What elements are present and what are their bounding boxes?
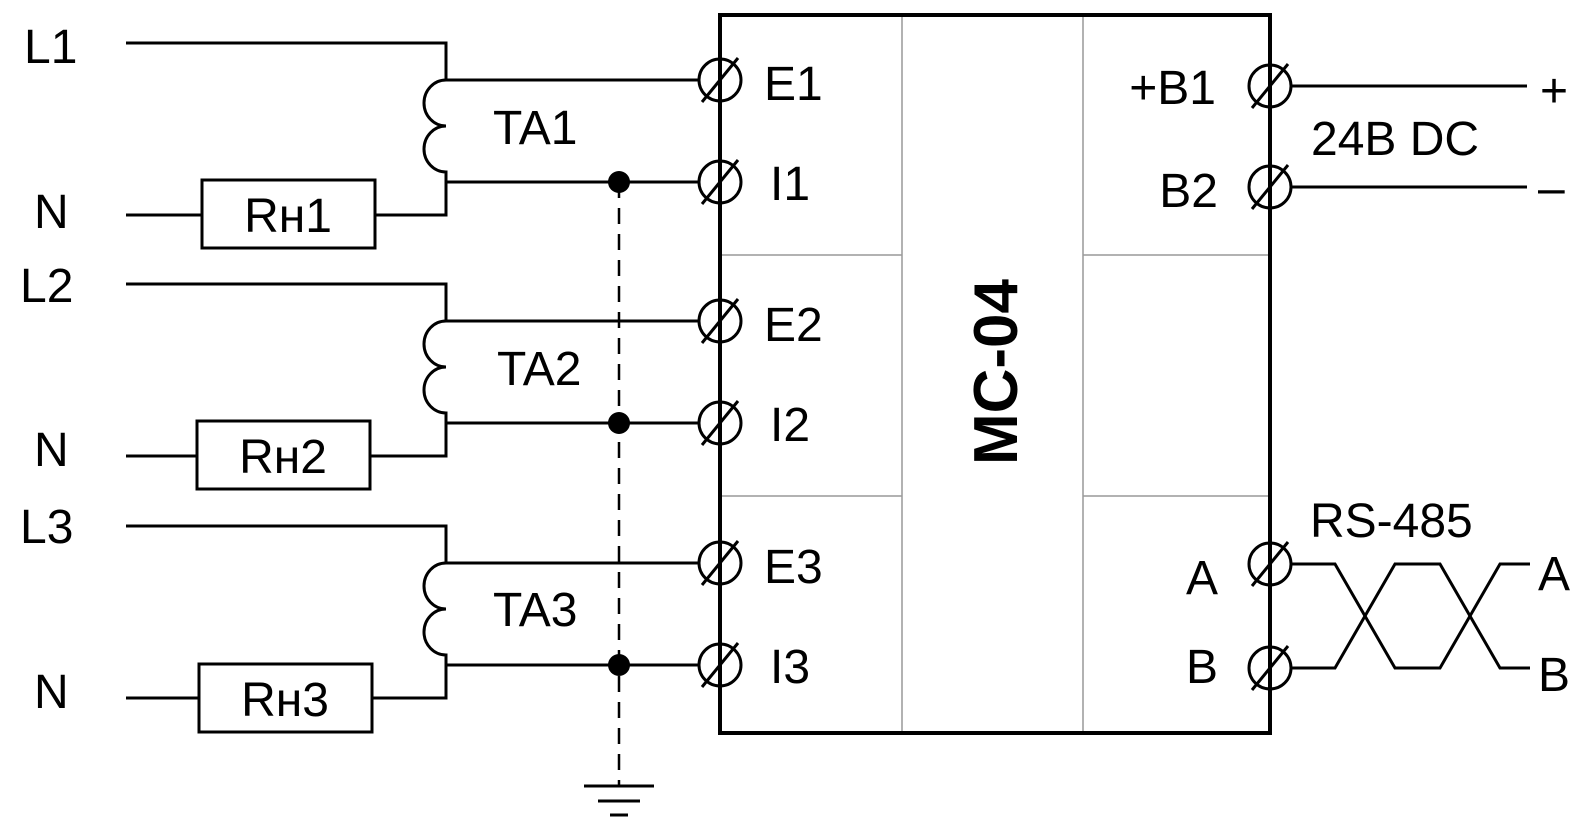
terminal-label-B2: B2 xyxy=(1159,165,1218,218)
ground xyxy=(584,182,654,817)
line-label-1: L1 xyxy=(24,21,77,74)
transformer-label-1: TA1 xyxy=(493,102,577,155)
terminal-E3 xyxy=(697,540,743,586)
plus-sign: + xyxy=(1540,65,1568,118)
resistor-label-1: Rн1 xyxy=(244,190,332,243)
transformer-label-2: TA2 xyxy=(497,343,581,396)
terminal-I3 xyxy=(697,642,743,688)
device-box: МС-04 xyxy=(718,13,1272,735)
terminal-I1 xyxy=(697,159,743,205)
rs485-label: RS-485 xyxy=(1310,495,1473,548)
terminal-label-plus-B1: +B1 xyxy=(1129,62,1216,115)
channel-3: L3 N TA3 Rн3 E3 I3 xyxy=(20,501,823,734)
terminal-label-E1: E1 xyxy=(764,58,823,111)
resistor-label-3: Rн3 xyxy=(241,674,329,727)
channel-2: L2 N TA2 Rн2 E2 I2 xyxy=(20,260,823,491)
minus-sign: – xyxy=(1538,162,1565,215)
device-name: МС-04 xyxy=(962,278,1031,465)
terminal-label-A: A xyxy=(1186,552,1218,605)
terminal-label-B: B xyxy=(1186,641,1218,694)
output-label-A: A xyxy=(1538,548,1570,601)
twisted-pair xyxy=(1291,562,1530,670)
terminal-E2 xyxy=(697,298,743,344)
power-label: 24B DC xyxy=(1311,113,1479,166)
rs485-section: RS-485 A B A B xyxy=(1186,495,1570,702)
neutral-label-2: N xyxy=(34,424,69,477)
channel-1: L1 N TA1 Rн1 E1 I1 xyxy=(24,21,823,250)
terminal-label-E2: E2 xyxy=(764,299,823,352)
output-label-B: B xyxy=(1538,649,1570,702)
neutral-label-3: N xyxy=(34,666,69,719)
terminal-label-I3: I3 xyxy=(770,641,810,694)
line-label-3: L3 xyxy=(20,501,73,554)
power-section: +B1 + 24B DC B2 – xyxy=(1129,62,1568,218)
transformer-coil-3 xyxy=(372,561,448,700)
terminal-I2 xyxy=(697,400,743,446)
terminal-E1 xyxy=(697,57,743,103)
line-label-2: L2 xyxy=(20,260,73,313)
transformer-coil-1 xyxy=(375,78,448,217)
transformer-label-3: TA3 xyxy=(493,584,577,637)
transformer-coil-2 xyxy=(370,319,448,458)
terminal-label-I1: I1 xyxy=(770,158,810,211)
neutral-label-1: N xyxy=(34,186,69,239)
terminal-label-E3: E3 xyxy=(764,541,823,594)
resistor-label-2: Rн2 xyxy=(239,431,327,484)
terminal-label-I2: I2 xyxy=(770,399,810,452)
